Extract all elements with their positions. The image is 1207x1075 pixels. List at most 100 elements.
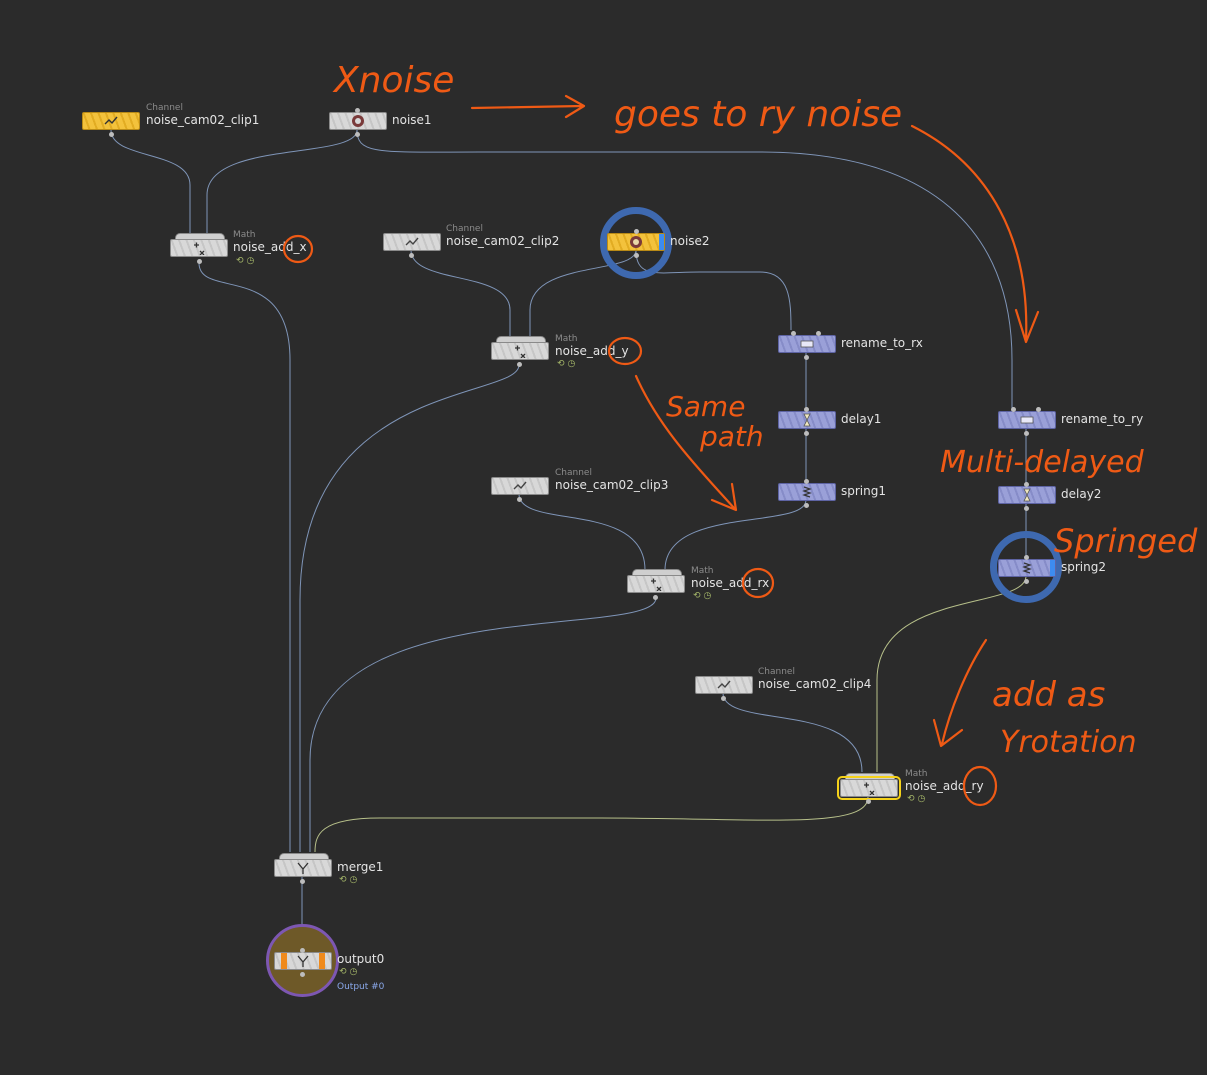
wire-clip2-to-add-y xyxy=(410,249,511,336)
node-label: noise1 xyxy=(392,113,432,127)
output-connector[interactable] xyxy=(1024,431,1029,436)
node-noise-add-x[interactable] xyxy=(170,233,228,264)
node-delay1[interactable] xyxy=(778,407,836,436)
node-flags[interactable]: ⟲◷ xyxy=(236,256,258,266)
spring-tile[interactable] xyxy=(778,483,836,501)
input-connector[interactable] xyxy=(634,229,639,234)
node-noise-cam02-clip1[interactable] xyxy=(82,112,140,137)
math-tile[interactable] xyxy=(627,575,685,593)
channel-tile[interactable] xyxy=(695,676,753,694)
node-flags[interactable]: ⟲◷ xyxy=(339,967,361,977)
rename-tile[interactable] xyxy=(778,335,836,353)
node-flags[interactable]: ⟲◷ xyxy=(339,875,361,885)
output-connector[interactable] xyxy=(866,799,871,804)
math-tile[interactable] xyxy=(491,342,549,360)
noise-tile[interactable] xyxy=(607,233,665,251)
annotation-springed: Springed xyxy=(1054,522,1198,560)
wire-spring2-to-add-ry xyxy=(876,575,1027,772)
input-connector[interactable] xyxy=(791,331,796,336)
output-connector[interactable] xyxy=(1024,579,1029,584)
node-noise-add-y[interactable] xyxy=(491,336,549,367)
display-flag[interactable] xyxy=(659,234,664,250)
output-connector[interactable] xyxy=(721,696,726,701)
multi-input-handle[interactable] xyxy=(632,569,682,576)
node-type-label: Math xyxy=(691,566,714,576)
output-connector[interactable] xyxy=(634,253,639,258)
output-connector[interactable] xyxy=(653,595,658,600)
annotation-arrow-right xyxy=(470,94,586,119)
node-output0[interactable] xyxy=(274,948,332,977)
node-type-label: Math xyxy=(555,334,578,344)
input-connector[interactable] xyxy=(804,407,809,412)
output-connector[interactable] xyxy=(1024,506,1029,511)
input-connector[interactable] xyxy=(300,948,305,953)
wire-add-ry-to-merge1 xyxy=(314,796,869,853)
output-connector[interactable] xyxy=(197,259,202,264)
annotation-xnoise: Xnoise xyxy=(332,60,454,101)
annotation-arrow-down-right xyxy=(910,124,1040,344)
math-tile[interactable] xyxy=(837,776,901,800)
spring-tile[interactable] xyxy=(998,559,1056,577)
output-connector[interactable] xyxy=(517,362,522,367)
output-connector[interactable] xyxy=(300,972,305,977)
input-connector[interactable] xyxy=(355,108,360,113)
output-connector[interactable] xyxy=(804,431,809,436)
output-tile[interactable] xyxy=(274,952,332,970)
output-connector[interactable] xyxy=(409,253,414,258)
bypass-flag[interactable] xyxy=(281,953,287,969)
delay-tile[interactable] xyxy=(998,486,1056,504)
merge-tile[interactable] xyxy=(274,859,332,877)
wire-clip1-to-add-x xyxy=(110,129,191,236)
multi-input-handle[interactable] xyxy=(496,336,546,343)
channel-tile[interactable] xyxy=(383,233,441,251)
rename-tile[interactable] xyxy=(998,411,1056,429)
input-connector[interactable] xyxy=(816,331,821,336)
annotation-same-path-2: path xyxy=(699,420,764,453)
node-noise-cam02-clip4[interactable] xyxy=(695,676,753,701)
node-merge1[interactable] xyxy=(274,853,332,884)
output-connector[interactable] xyxy=(300,879,305,884)
math-icon xyxy=(194,242,205,255)
output-connector[interactable] xyxy=(109,132,114,137)
math-tile[interactable] xyxy=(170,239,228,257)
annotation-add-as-2: Yrotation xyxy=(1000,725,1137,760)
node-label: noise_add_ry xyxy=(905,779,984,793)
node-flags[interactable]: ⟲◷ xyxy=(557,359,579,369)
node-flags[interactable]: ⟲◷ xyxy=(907,794,929,804)
output-index-label: Output #0 xyxy=(337,982,385,992)
channel-tile[interactable] xyxy=(82,112,140,130)
noise-icon xyxy=(630,236,642,248)
node-flags[interactable]: ⟲◷ xyxy=(693,591,715,601)
multi-input-handle[interactable] xyxy=(279,853,329,860)
output-connector[interactable] xyxy=(355,132,360,137)
multi-input-handle[interactable] xyxy=(175,233,225,240)
node-noise2[interactable] xyxy=(607,229,665,258)
annotation-arrow-add-as xyxy=(932,638,988,748)
input-connector[interactable] xyxy=(1011,407,1016,412)
noise2-highlight-ring xyxy=(600,207,672,279)
node-rename-to-ry[interactable] xyxy=(998,407,1056,436)
noise-tile[interactable] xyxy=(329,112,387,130)
node-rename-to-rx[interactable] xyxy=(778,331,836,360)
node-noise-cam02-clip2[interactable] xyxy=(383,233,441,258)
node-noise-cam02-clip3[interactable] xyxy=(491,477,549,502)
node-delay2[interactable] xyxy=(998,482,1056,511)
node-label: noise2 xyxy=(670,234,710,248)
input-connector[interactable] xyxy=(1024,555,1029,560)
display-flag[interactable] xyxy=(319,953,325,969)
output-connector[interactable] xyxy=(517,497,522,502)
node-noise1[interactable] xyxy=(329,108,387,137)
output-connector[interactable] xyxy=(804,355,809,360)
input-connector[interactable] xyxy=(804,479,809,484)
node-noise-add-rx[interactable] xyxy=(627,569,685,600)
delay-tile[interactable] xyxy=(778,411,836,429)
multi-input-handle[interactable] xyxy=(845,773,895,780)
input-connector[interactable] xyxy=(1036,407,1041,412)
output-connector[interactable] xyxy=(804,503,809,508)
input-connector[interactable] xyxy=(1024,482,1029,487)
node-noise-add-ry[interactable] xyxy=(837,773,901,804)
node-spring1[interactable] xyxy=(778,479,836,508)
channel-tile[interactable] xyxy=(491,477,549,495)
node-spring2[interactable] xyxy=(998,555,1056,584)
display-flag[interactable] xyxy=(1050,560,1055,576)
